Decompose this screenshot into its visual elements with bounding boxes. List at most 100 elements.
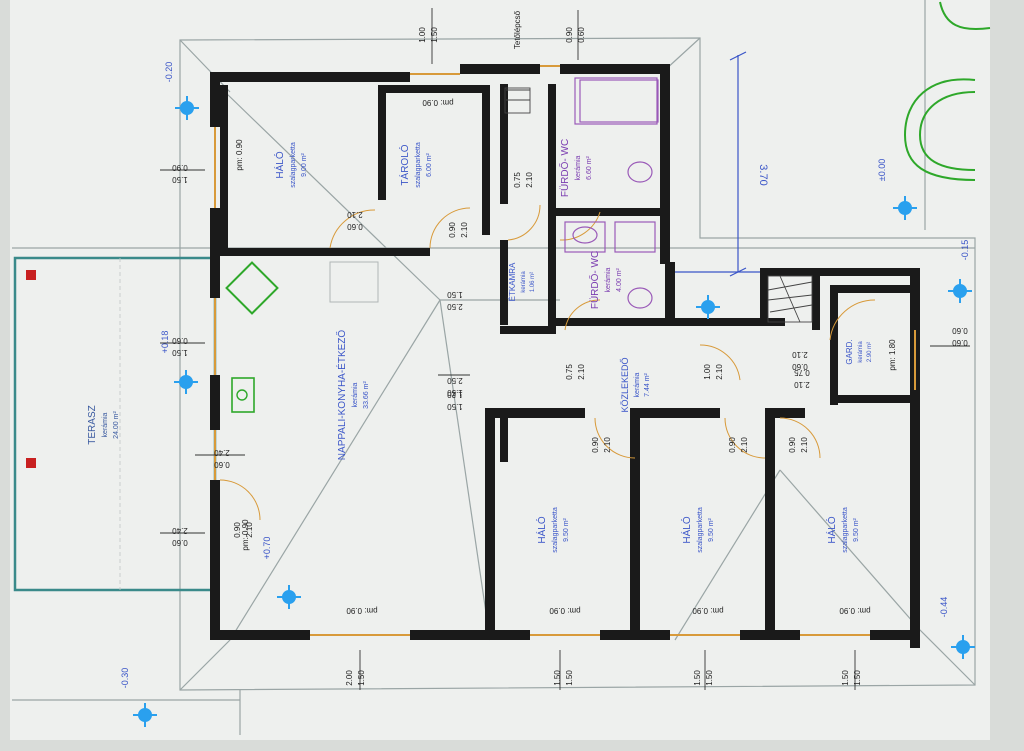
level-marker-icon [175, 96, 199, 120]
svg-text:HÁLÓ: HÁLÓ [273, 151, 286, 178]
svg-text:TÁROLÓ: TÁROLÓ [398, 144, 411, 185]
level-label: -0.15 [960, 240, 970, 261]
svg-text:1.50: 1.50 [447, 290, 463, 299]
parapet-label: pm: 0.90 [346, 606, 378, 615]
svg-text:1.50: 1.50 [447, 402, 463, 411]
svg-text:24.00 m²: 24.00 m² [113, 411, 120, 439]
svg-text:0.60: 0.60 [952, 326, 968, 335]
level-marker-icon [893, 196, 917, 220]
doors [219, 204, 876, 521]
svg-text:2.10: 2.10 [525, 172, 534, 188]
roof-outline [12, 0, 976, 735]
svg-text:1.00: 1.00 [418, 27, 427, 43]
parapet-label: pm: 0.90 [692, 606, 724, 615]
svg-text:2.40: 2.40 [172, 526, 188, 535]
level-label: -0.30 [120, 668, 130, 689]
opening-label: 1.502.50 [447, 290, 463, 311]
svg-text:2.10: 2.10 [794, 380, 810, 389]
svg-text:szalagparketta: szalagparketta [552, 507, 559, 553]
svg-text:2.10: 2.10 [460, 222, 469, 238]
svg-text:szalagparketta: szalagparketta [415, 142, 422, 188]
svg-text:kerámia: kerámia [634, 372, 641, 397]
parapet-label: pm: 1.80 [888, 339, 897, 371]
svg-text:6.60 m²: 6.60 m² [586, 155, 593, 179]
post-marker [26, 270, 36, 280]
svg-text:0.75: 0.75 [565, 364, 574, 380]
svg-text:HÁLÓ: HÁLÓ [680, 516, 693, 543]
svg-text:2.10: 2.10 [603, 437, 612, 453]
svg-text:0.90: 0.90 [728, 437, 737, 453]
room-label: FÜRDŐ- WC kerámia 6.60 m² [557, 139, 593, 197]
opening-label: 2.100.60 [792, 350, 808, 371]
dimension-value: 3.70 [757, 164, 769, 185]
opening-labels: 0.901.50 0.601.50 2.400.60 2.400.60 0.90… [172, 27, 968, 686]
svg-text:7.44 m²: 7.44 m² [644, 372, 651, 396]
svg-text:kerámia: kerámia [102, 412, 109, 437]
opening-label: 2.501.50 [447, 376, 463, 397]
opening-label: 1.201.50 [447, 390, 463, 411]
svg-text:ÉTKAMRA: ÉTKAMRA [508, 262, 517, 301]
svg-text:9.50 m²: 9.50 m² [563, 517, 570, 541]
svg-text:1.06 m²: 1.06 m² [530, 272, 536, 292]
svg-text:9.50 m²: 9.50 m² [708, 517, 715, 541]
level-label: +0.18 [160, 331, 170, 354]
svg-text:FÜRDŐ- WC: FÜRDŐ- WC [587, 251, 601, 309]
svg-text:1.00: 1.00 [703, 364, 712, 380]
level-marker-icon [277, 585, 301, 609]
room-label: HÁLÓ szalagparketta 9.50 m² [680, 507, 715, 553]
svg-text:9.50 m²: 9.50 m² [853, 517, 860, 541]
room-labels: HÁLÓ szalagparketta 9.00 m² TÁROLÓ szala… [87, 139, 873, 553]
svg-text:0.75: 0.75 [794, 368, 810, 377]
svg-text:kerámia: kerámia [521, 271, 527, 293]
room-label: TÁROLÓ szalagparketta 6.00 m² [398, 142, 433, 188]
room-label: FÜRDŐ- WC kerámia 4.00 m² [587, 251, 623, 309]
svg-text:1.50: 1.50 [553, 670, 562, 686]
svg-text:2.10: 2.10 [715, 364, 724, 380]
room-label: GARD. kerámia 2.90 m² [845, 339, 873, 364]
opening-tick-lines [160, 8, 970, 690]
svg-text:kerámia: kerámia [605, 267, 612, 292]
room-label: HÁLÓ szalagparketta 9.50 m² [535, 507, 570, 553]
level-marker-icon [696, 295, 720, 319]
svg-text:2.10: 2.10 [347, 210, 363, 219]
level-label: -0.20 [164, 62, 174, 83]
svg-text:TERASZ: TERASZ [87, 405, 98, 444]
svg-text:1.50: 1.50 [705, 670, 714, 686]
svg-text:0.60: 0.60 [952, 338, 968, 347]
svg-text:4.00 m²: 4.00 m² [616, 267, 623, 291]
room-label: KÖZLEKEDŐ kerámia 7.44 m² [620, 357, 651, 412]
opening-label: 2.400.60 [172, 526, 188, 547]
svg-text:0.90: 0.90 [448, 222, 457, 238]
svg-text:2.40: 2.40 [214, 448, 230, 457]
opening-label: 2.400.60 [214, 448, 230, 469]
svg-text:0.75: 0.75 [513, 172, 522, 188]
windows [214, 65, 916, 636]
dimension-line [675, 51, 760, 277]
parapet-label: pm: 0.90 [839, 606, 871, 615]
svg-text:2.00: 2.00 [345, 670, 354, 686]
svg-text:0.90: 0.90 [591, 437, 600, 453]
svg-text:1.50: 1.50 [430, 27, 439, 43]
svg-text:0.60: 0.60 [577, 27, 586, 43]
svg-text:szalagparketta: szalagparketta [697, 507, 704, 553]
level-labels: -0.20 ±0.00 -0.15 +0.18 +0.70 -0.44 -0.3… [120, 62, 970, 689]
opening-label: 0.60 0.60 [952, 326, 968, 347]
level-label: -0.44 [939, 597, 949, 618]
svg-text:kerámia: kerámia [858, 341, 864, 363]
svg-text:2.10: 2.10 [800, 437, 809, 453]
walls [210, 64, 920, 648]
svg-text:1.50: 1.50 [447, 388, 463, 397]
svg-text:1.50: 1.50 [565, 670, 574, 686]
svg-text:0.90: 0.90 [565, 27, 574, 43]
svg-text:NAPPALI-KONYHA-ÉTKEZŐ: NAPPALI-KONYHA-ÉTKEZŐ [334, 330, 348, 461]
